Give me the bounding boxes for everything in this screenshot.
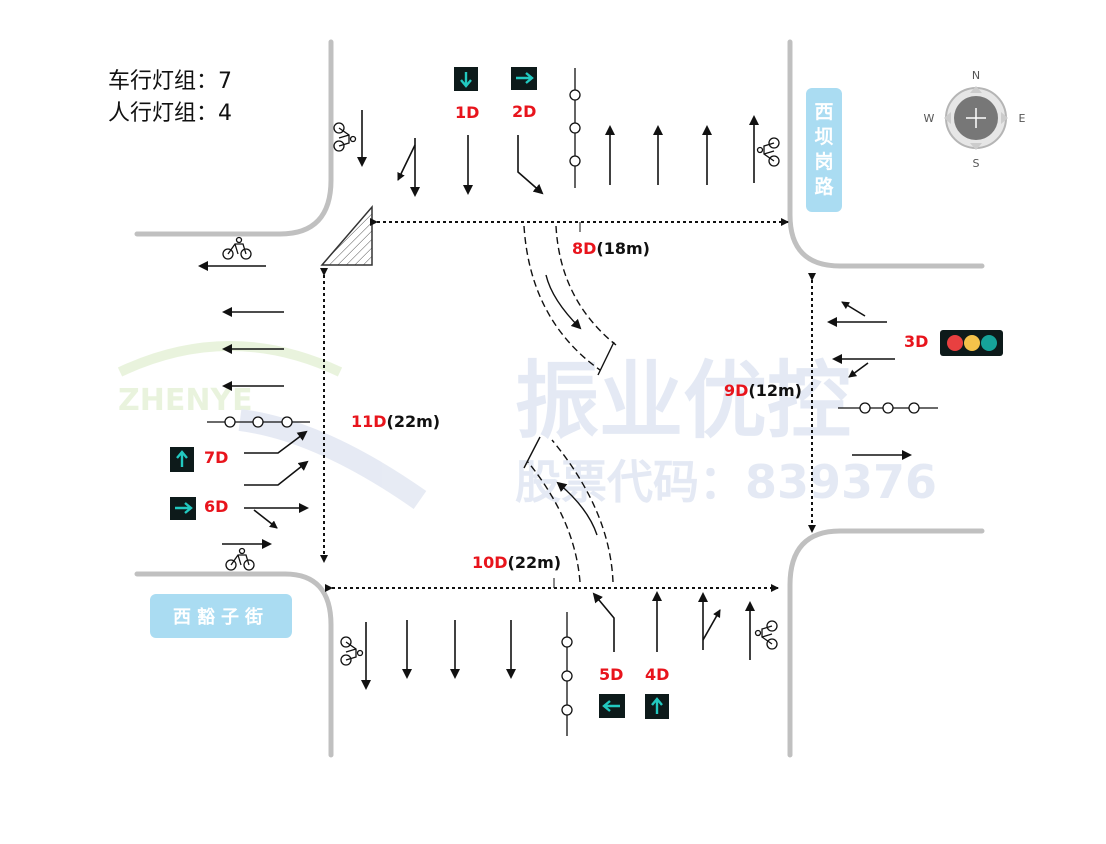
east-lanes [827,301,912,460]
watermark-title: 振业优控 [515,352,851,450]
crossing-10d-length: (22m) [508,553,562,572]
compass-e: E [1019,112,1026,125]
curb-ne [787,39,985,269]
ped-pole-east [838,402,938,414]
watermark-brand: ZHENYE [118,383,253,418]
svg-text:11D(22m): 11D(22m) [351,412,440,431]
bicycle-icon [222,236,252,260]
compass-s: S [973,157,980,170]
signal-4d-icon [645,694,669,719]
compass-w: W [924,112,935,125]
west-lanes [198,261,309,549]
bicycle-icon [340,636,364,666]
label-5d: 5D [599,665,623,684]
signal-2d-icon [511,67,537,90]
ped-pole-north [569,68,581,188]
compass-n: N [972,69,980,82]
pedestrian-signal-groups: 人行灯组：4 [108,101,232,126]
north-lanes [357,110,759,197]
vehicle-signal-groups: 车行灯组：7 [108,69,232,94]
street-label-south: 西豁子街 [150,594,292,638]
left-turn-guides [523,225,617,583]
bicycle-icon [756,137,780,167]
street-label-east: 西 坝 岗 路 [806,88,842,212]
svg-text:10D(22m): 10D(22m) [472,553,561,572]
curb-nw [134,39,334,237]
label-3d: 3D [904,332,928,351]
ped-pole-south [561,612,573,736]
signal-1d-icon [454,67,478,91]
signal-3d-traffic-light-icon [940,330,1003,356]
svg-text:9D(12m): 9D(12m) [724,381,802,400]
label-7d: 7D [204,448,228,467]
traffic-island [320,204,373,266]
label-6d: 6D [204,497,228,516]
label-2d: 2D [512,102,536,121]
bicycle-icon [225,547,255,571]
crossing-10d-id: 10D [472,553,508,572]
signal-7d-icon [170,447,194,472]
label-4d: 4D [645,665,669,684]
crosswalks [320,218,816,592]
crossing-labels: 8D(18m) 9D(12m) 10D(22m) 11D(22m) [351,239,802,572]
road-edges [134,39,985,758]
label-1d: 1D [455,103,479,122]
watermark: ZHENYE 振业优控 股票代码：839376 [117,341,937,510]
signal-heads [170,67,1003,719]
signal-labels: 1D 2D 3D 4D 5D 6D 7D [204,102,928,684]
crosswalk-ticks [553,222,581,588]
crossing-9d-id: 9D [724,381,748,400]
signal-5d-icon [599,694,625,718]
signal-6d-icon [170,497,196,520]
bicycle-icon [333,122,357,152]
watermark-sub: 股票代码：839376 [515,455,937,509]
crossing-8d-id: 8D [572,239,596,258]
svg-text:8D(18m): 8D(18m) [572,239,650,258]
crossing-11d-id: 11D [351,412,387,431]
crossing-11d-length: (22m) [387,412,441,431]
bicycle-icons [222,122,780,666]
south-lanes [361,591,755,690]
crossing-9d-length: (12m) [748,381,802,400]
bicycle-icon [754,620,778,650]
crossing-8d-length: (18m) [596,239,650,258]
signal-group-counts: 车行灯组：7 人行灯组：4 [108,66,232,130]
curb-se [787,528,985,758]
ped-pole-west [207,416,310,428]
curb-sw [134,571,334,758]
compass-icon: N S E W [924,69,1026,170]
